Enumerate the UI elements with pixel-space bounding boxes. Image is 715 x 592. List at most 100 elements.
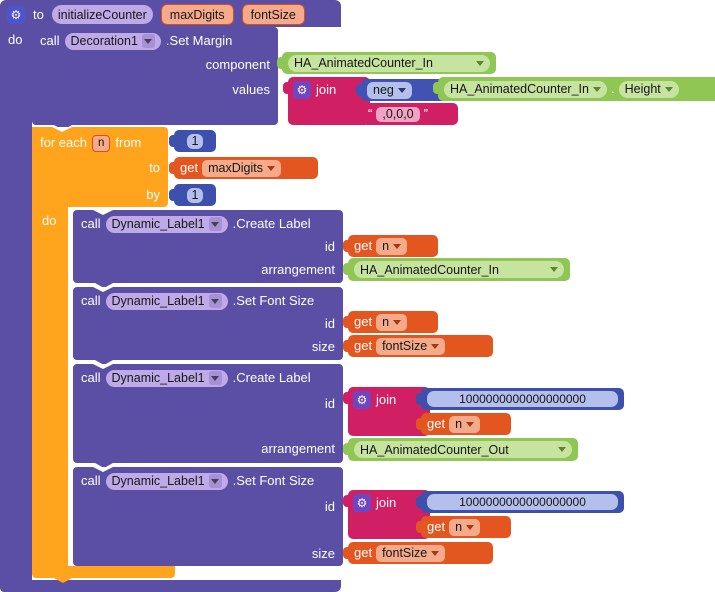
get-n-dropdown[interactable]: n: [376, 237, 408, 255]
number-value[interactable]: 1: [186, 133, 204, 149]
component-dropdown-dynamic-label1[interactable]: Dynamic_Label1: [105, 292, 228, 310]
component-height-block[interactable]: HA_AnimatedCounter_In . Height: [433, 77, 715, 101]
component-dropdown-dynamic-label1[interactable]: Dynamic_Label1: [105, 369, 228, 387]
get-label: get: [354, 314, 373, 329]
close-quote: ”: [423, 106, 428, 121]
arg-label-id: id: [324, 499, 335, 514]
height-property-dropdown[interactable]: Height: [618, 80, 679, 98]
procedure-block-bottom-bar[interactable]: [0, 580, 341, 592]
procedure-name-chip[interactable]: initializeCounter: [51, 5, 153, 24]
arrangement-dropdown[interactable]: HA_AnimatedCounter_Out: [354, 441, 572, 458]
open-quote: “: [368, 106, 373, 121]
arrangement-dropdown[interactable]: HA_AnimatedCounter_In: [354, 261, 564, 278]
get-n-block[interactable]: get n: [343, 235, 438, 257]
method-name: .Set Font Size: [232, 473, 315, 488]
chevron-down-icon[interactable]: [208, 217, 222, 231]
method-name: .Create Label: [232, 216, 311, 231]
join-label: join: [376, 495, 397, 510]
get-label: get: [427, 416, 446, 431]
procedure-block-left-wall[interactable]: do: [0, 27, 32, 580]
to-label: to: [149, 160, 160, 175]
get-n-dropdown[interactable]: n: [449, 518, 481, 536]
get-fontsize-block[interactable]: get fontSize: [343, 335, 493, 357]
call-create-label-block-2[interactable]: call Dynamic_Label1 .Create Label id arr…: [73, 364, 343, 468]
param-chip-maxdigits[interactable]: maxDigits: [160, 4, 234, 25]
number-value[interactable]: 1000000000000000000: [427, 494, 618, 510]
arg-label-size: size: [311, 339, 335, 354]
mutator-gear-icon[interactable]: ⚙: [293, 81, 311, 99]
loop-var-chip[interactable]: n: [91, 134, 111, 152]
call-set-font-size-block-1[interactable]: call Dynamic_Label1 .Set Font Size id si…: [73, 287, 343, 365]
component-value-block[interactable]: HA_AnimatedCounter_In: [277, 52, 496, 74]
height-component-dropdown[interactable]: HA_AnimatedCounter_In: [444, 80, 607, 98]
for-each-block-bottom-bar[interactable]: [32, 566, 175, 583]
number-block-by[interactable]: 1: [169, 184, 216, 206]
call-set-font-size-block-2[interactable]: call Dynamic_Label1 .Set Font Size id si…: [73, 467, 343, 566]
mutator-gear-icon[interactable]: ⚙: [7, 5, 25, 24]
chevron-down-icon[interactable]: [208, 294, 222, 308]
call-create-label-block-1[interactable]: call Dynamic_Label1 .Create Label id arr…: [73, 210, 343, 288]
get-fontsize-block[interactable]: get fontSize: [343, 542, 493, 564]
property-dot: .: [610, 81, 615, 96]
keyword-call: call: [81, 370, 101, 385]
arg-label-arrangement: arrangement: [261, 441, 335, 456]
keyword-to: to: [33, 6, 44, 22]
number-block-large[interactable]: 1000000000000000000: [416, 388, 624, 410]
get-n-block[interactable]: get n: [416, 413, 511, 435]
param-chip-fontsize[interactable]: fontSize: [241, 4, 305, 25]
method-name: .Set Margin: [165, 33, 233, 48]
chevron-down-icon[interactable]: [208, 474, 222, 488]
number-value[interactable]: 1: [186, 187, 204, 203]
number-value[interactable]: 1000000000000000000: [427, 391, 618, 407]
component-dropdown-dynamic-label1[interactable]: Dynamic_Label1: [105, 472, 228, 490]
for-each-do-label: do: [42, 213, 57, 228]
get-label: get: [354, 338, 373, 353]
method-name: .Create Label: [232, 370, 311, 385]
keyword-do: do: [8, 32, 23, 47]
arrangement-value-block[interactable]: HA_AnimatedCounter_Out: [343, 438, 578, 461]
join-label: join: [316, 82, 337, 97]
text-string-value[interactable]: ,0,0,0: [376, 106, 420, 122]
get-maxdigits-block[interactable]: get maxDigits: [169, 157, 318, 179]
arg-label-arrangement: arrangement: [261, 262, 335, 277]
component-value-dropdown[interactable]: HA_AnimatedCounter_In: [288, 54, 490, 72]
procedure-block-header[interactable]: ⚙ to initializeCounter maxDigits fontSiz…: [0, 0, 341, 27]
get-n-dropdown[interactable]: n: [449, 415, 481, 433]
arg-label-values: values: [232, 82, 270, 97]
from-label: from: [115, 135, 142, 150]
for-each-block-header[interactable]: for each n from to by: [32, 127, 168, 207]
component-dropdown-dynamic-label1[interactable]: Dynamic_Label1: [105, 215, 228, 233]
keyword-call: call: [81, 216, 101, 231]
arg-label-size: size: [311, 546, 335, 561]
by-label: by: [146, 187, 160, 202]
for-each-label: for each: [40, 135, 87, 150]
get-fontsize-dropdown[interactable]: fontSize: [376, 544, 446, 562]
number-block-from[interactable]: 1: [169, 130, 216, 152]
arrangement-value-block[interactable]: HA_AnimatedCounter_In: [343, 258, 570, 281]
chevron-down-icon[interactable]: [141, 34, 155, 48]
get-n-block[interactable]: get n: [416, 516, 511, 538]
mutator-gear-icon[interactable]: ⚙: [353, 494, 371, 512]
get-maxdigits-dropdown[interactable]: maxDigits: [202, 159, 281, 177]
get-label: get: [427, 519, 446, 534]
component-dropdown-decoration1[interactable]: Decoration1: [64, 32, 161, 50]
get-n-block[interactable]: get n: [343, 311, 438, 333]
for-each-block-left-wall[interactable]: do: [32, 207, 68, 566]
neg-dropdown[interactable]: neg: [367, 81, 412, 99]
get-label: get: [354, 545, 373, 560]
mutator-gear-icon[interactable]: ⚙: [353, 391, 371, 409]
get-n-dropdown[interactable]: n: [376, 313, 408, 331]
neg-block[interactable]: neg: [356, 79, 447, 101]
text-string-block[interactable]: “ ,0,0,0 ”: [357, 103, 458, 125]
arg-label-id: id: [324, 316, 335, 331]
keyword-call: call: [81, 293, 101, 308]
chevron-down-icon[interactable]: [208, 371, 222, 385]
join-label: join: [376, 392, 397, 407]
get-fontsize-dropdown[interactable]: fontSize: [376, 337, 446, 355]
call-set-margin-block[interactable]: call Decoration1 .Set Margin component v…: [32, 27, 278, 130]
keyword-call: call: [81, 473, 101, 488]
method-name: .Set Font Size: [232, 293, 315, 308]
arg-label-id: id: [324, 239, 335, 254]
number-block-large[interactable]: 1000000000000000000: [416, 491, 624, 513]
